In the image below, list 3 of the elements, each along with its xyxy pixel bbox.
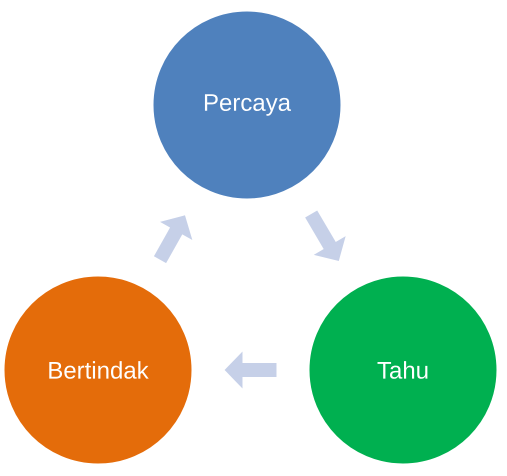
circle-node: Percaya	[150, 8, 344, 202]
circle-node: Tahu	[306, 274, 500, 466]
circle-node: Bertindak	[2, 274, 194, 466]
